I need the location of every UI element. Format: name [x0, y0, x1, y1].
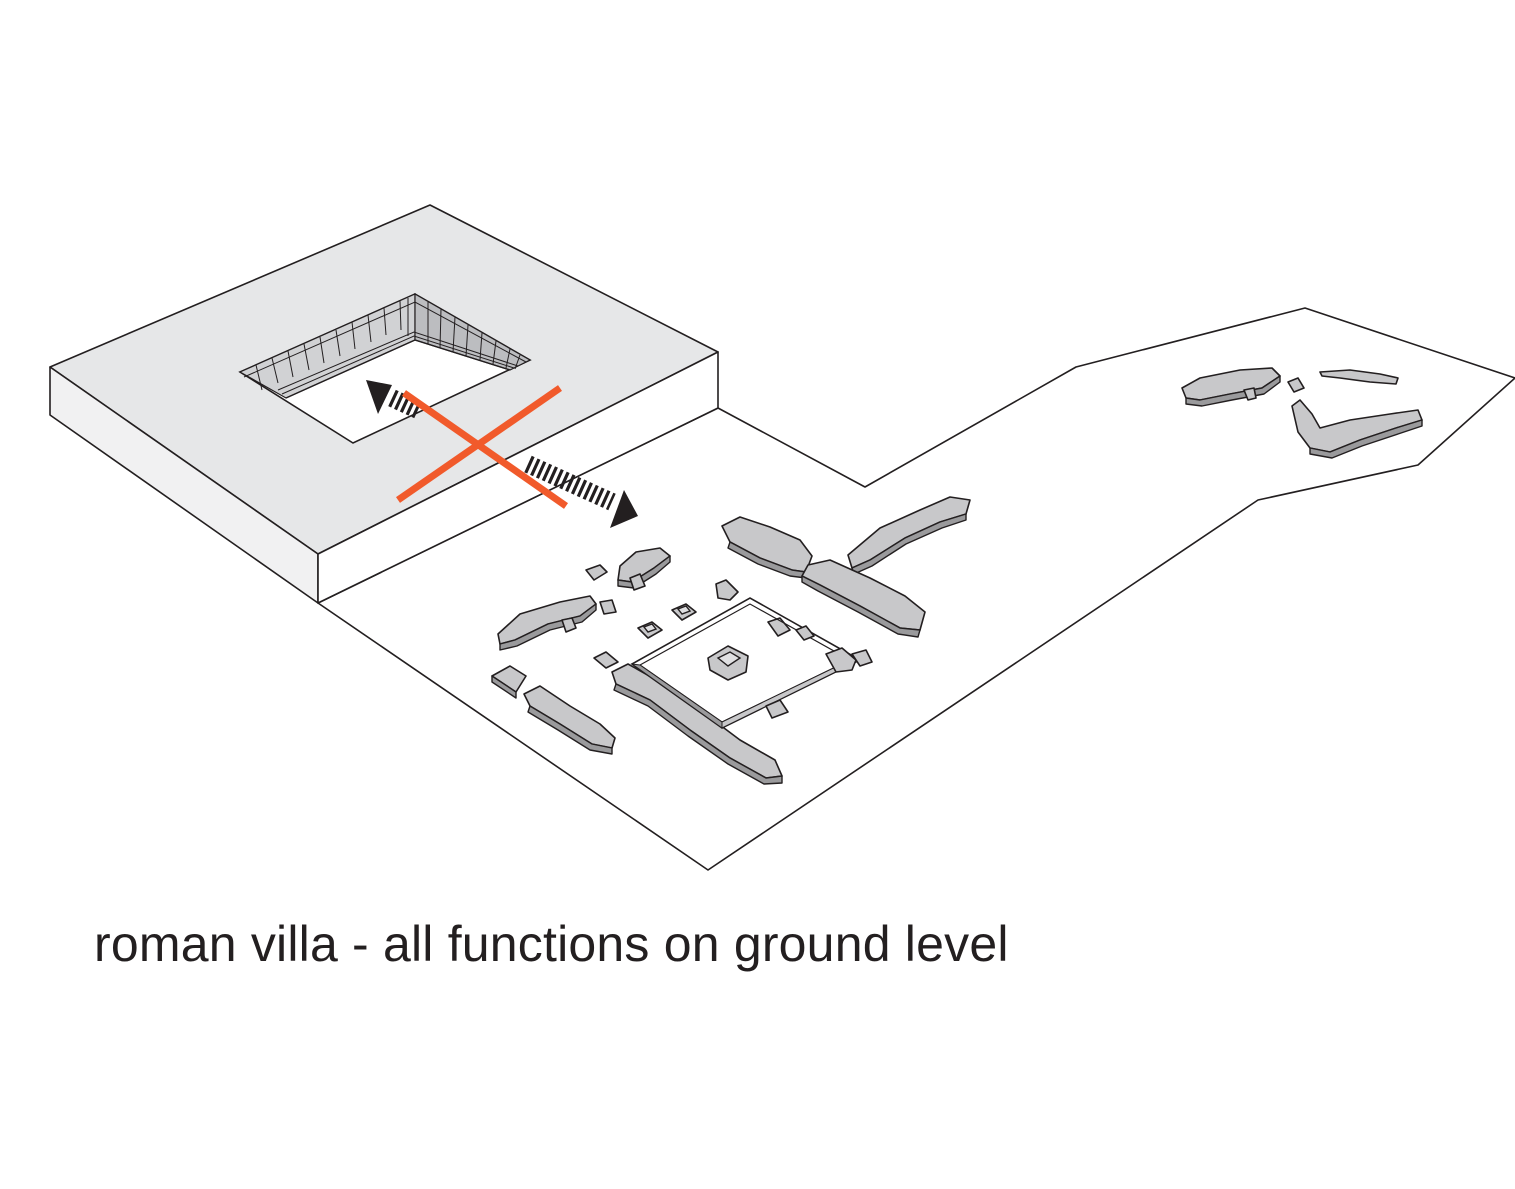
crossed-out-double-arrow: [366, 380, 638, 528]
arrow-shaft-right: [524, 455, 616, 511]
ruin-wall-side: [1185, 375, 1281, 407]
ruin-wall-side: [851, 513, 967, 575]
ruin-wall: [611, 663, 783, 779]
arrow-head-left: [366, 380, 392, 414]
ruin-block-top: [676, 605, 692, 615]
ruin-block-top: [642, 623, 658, 633]
arrow-shaft-left: [388, 389, 422, 419]
ruin-walls: [491, 367, 1423, 785]
ruin-block: [561, 617, 577, 633]
diagram-caption: roman villa - all functions on ground le…: [94, 916, 1009, 972]
cross-stroke-1: [401, 390, 569, 509]
ruin-wall-side: [613, 683, 783, 785]
central-pool-inner: [716, 651, 742, 667]
ruin-block: [629, 573, 646, 591]
ruin-block: [851, 649, 873, 667]
ruin-wall-side: [491, 675, 517, 699]
slab-right-face: [317, 351, 719, 604]
ruin-block: [599, 599, 617, 615]
ruin-wall: [1319, 369, 1399, 385]
ruin-block: [593, 651, 619, 669]
building-slab: [49, 204, 719, 604]
ruin-wall-side: [499, 603, 597, 651]
ruin-block: [585, 564, 608, 581]
ruin-wall-side: [527, 705, 613, 755]
site-ground-plane: [317, 307, 1515, 871]
ruin-wall-side: [801, 575, 921, 638]
ruin-wall-side: [1309, 419, 1423, 459]
arrow-head-right: [610, 490, 638, 528]
ruin-block: [825, 647, 857, 673]
courtyard-opening: [238, 292, 532, 444]
ruin-block: [1243, 387, 1257, 401]
ruin-block: [767, 617, 791, 637]
cross-stroke-2: [396, 385, 562, 503]
ruin-block: [795, 625, 815, 641]
ruin-block: [765, 699, 789, 719]
ruin-block: [715, 579, 739, 601]
ruin-wall: [847, 496, 971, 569]
ruin-block: [1287, 377, 1305, 393]
